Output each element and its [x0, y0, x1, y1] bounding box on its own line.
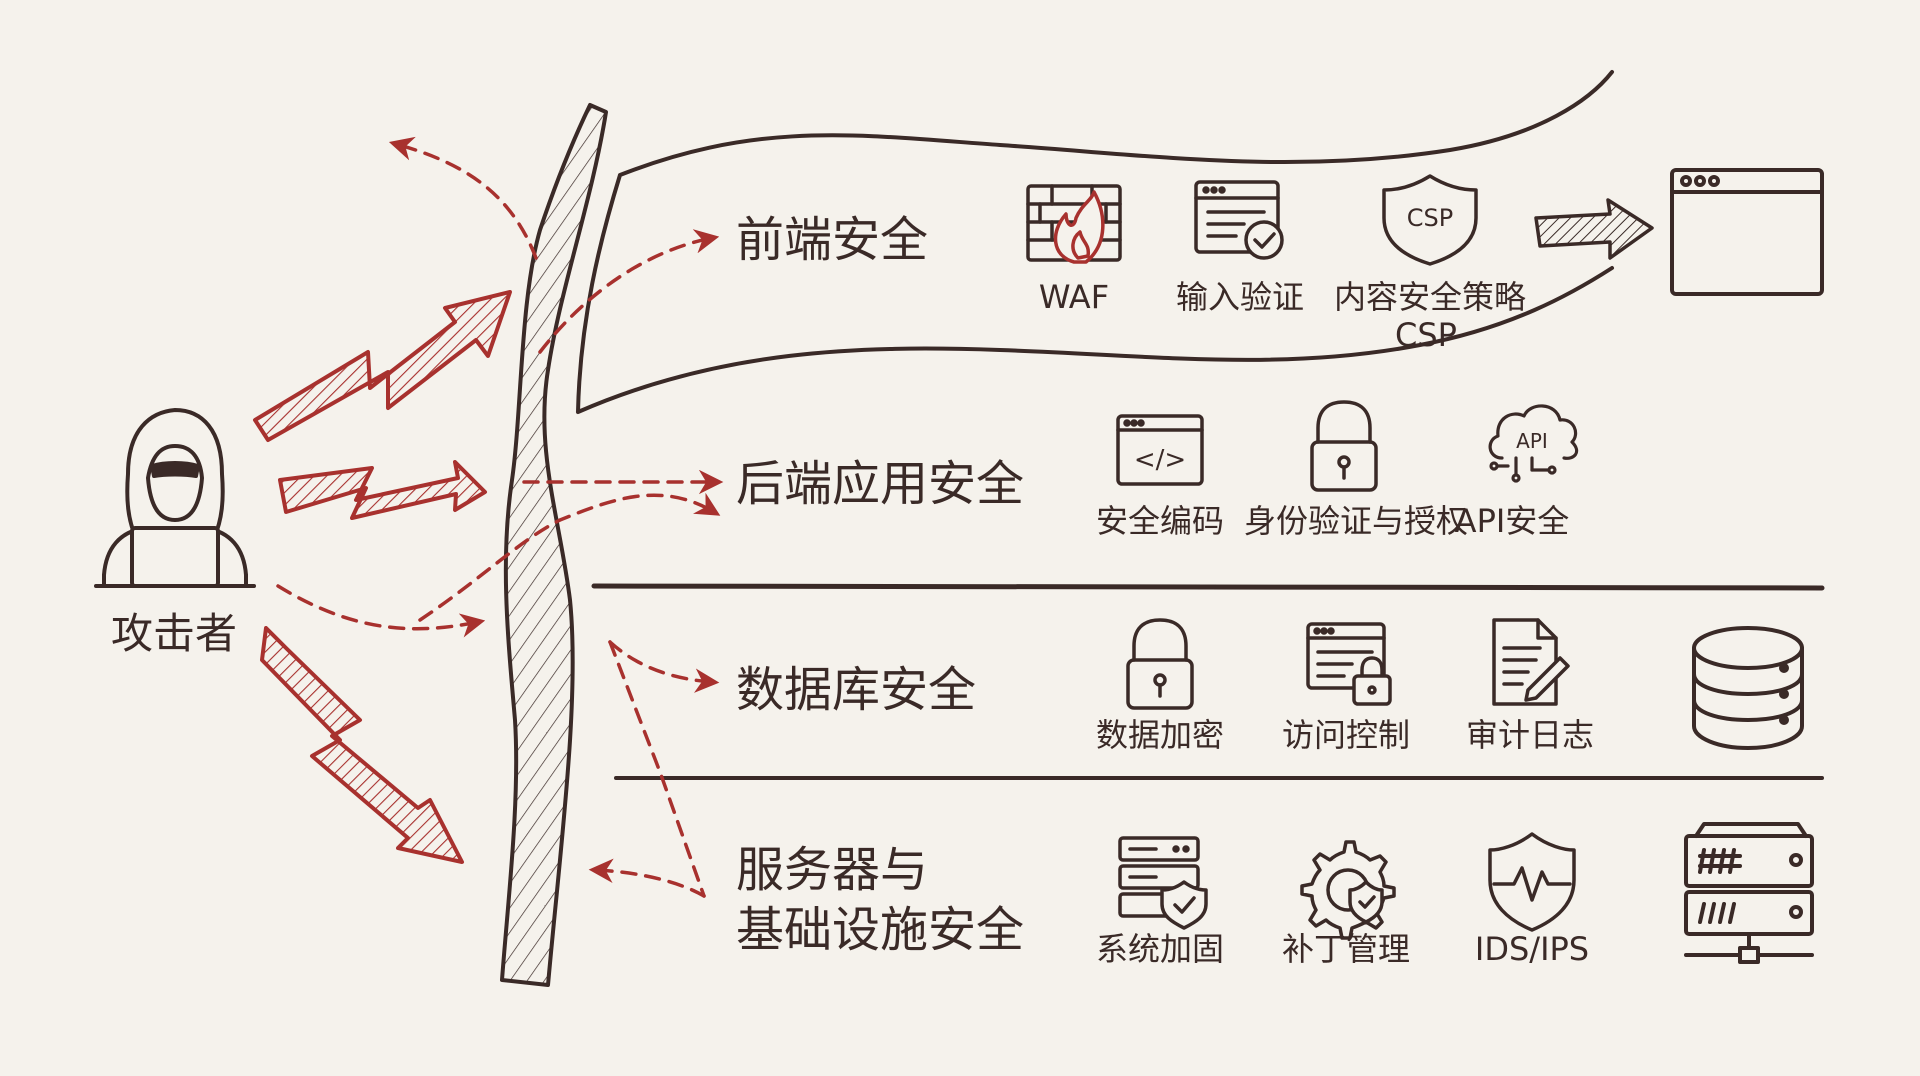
item-label: 输入验证 — [1176, 278, 1304, 316]
csp-badge-text: CSP — [1407, 204, 1453, 232]
red-dashed-arrows — [276, 136, 724, 898]
item-label: 补丁管理 — [1282, 930, 1410, 968]
database-arrow — [608, 640, 720, 693]
api-cloud-icon: API — [1488, 404, 1579, 483]
browser-check-icon — [1194, 180, 1284, 260]
layer-title-server: 服务器与 — [736, 842, 928, 898]
code-badge-text: </> — [1134, 445, 1186, 475]
layer-title-frontend: 前端安全 — [736, 212, 928, 268]
bypass-arrow — [276, 584, 486, 638]
item-label: WAF — [1039, 278, 1109, 316]
deflected-arrow — [388, 136, 538, 260]
return-arrow — [418, 492, 721, 622]
item-label: IDS/IPS — [1475, 930, 1589, 968]
gear-shield-icon — [1300, 840, 1396, 940]
frontend-arrow — [538, 229, 720, 354]
item-label: 安全编码 — [1096, 502, 1224, 540]
padlock-icon — [1310, 400, 1378, 492]
flow-block-arrow — [1534, 198, 1654, 260]
document-pen-icon — [1492, 618, 1570, 706]
csp-shield-icon: CSP — [1382, 174, 1478, 266]
item-label-line2: CSP — [1395, 316, 1457, 354]
reflect-arrow — [588, 858, 706, 898]
api-badge-text: API — [1516, 429, 1548, 453]
server-shield-icon — [1118, 836, 1208, 930]
attacker-label: 攻击者 — [111, 609, 237, 658]
padlock-icon — [1126, 618, 1194, 710]
item-label: 内容安全策略 — [1334, 278, 1526, 316]
hooded-hacker-icon — [94, 408, 256, 588]
item-label: 审计日志 — [1466, 716, 1594, 754]
attack-bolt-arrow — [260, 626, 464, 864]
layer-title-backend: 后端应用安全 — [736, 456, 1024, 512]
firewall-icon — [1026, 184, 1122, 264]
attack-bolt-arrow — [278, 460, 487, 520]
item-label: API安全 — [1455, 502, 1570, 540]
item-label: 系统加固 — [1096, 930, 1224, 968]
server-rack-icon — [1684, 822, 1814, 964]
shield-wall — [500, 103, 608, 987]
browser-lock-icon — [1306, 622, 1392, 706]
attack-bolt-arrow — [253, 290, 512, 442]
browser-window-icon — [1670, 168, 1824, 296]
separator-line — [591, 583, 1825, 591]
database-icon — [1692, 626, 1804, 750]
frontend-banner — [576, 70, 1614, 414]
item-label: 访问控制 — [1282, 716, 1410, 754]
branch-dashed-line — [608, 640, 706, 898]
code-window-icon: </> — [1116, 414, 1204, 486]
layer-title-server-line2: 基础设施安全 — [736, 902, 1024, 958]
shield-pulse-icon — [1488, 832, 1576, 932]
item-label: 数据加密 — [1096, 716, 1224, 754]
layer-title-database: 数据库安全 — [736, 662, 976, 718]
item-label: 身份验证与授权 — [1244, 502, 1468, 540]
